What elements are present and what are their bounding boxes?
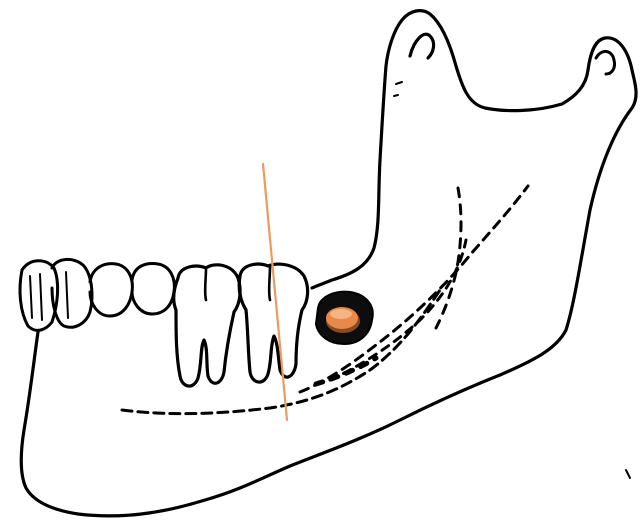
stray-mark (626, 470, 630, 478)
lesion-with-marker (316, 292, 373, 344)
condyle-detail (596, 51, 615, 74)
coronoid-texture (394, 82, 402, 96)
tooth-molar-1-groove (205, 268, 206, 300)
canal-upper-line (300, 186, 528, 392)
tooth-premolar-2 (132, 264, 174, 314)
marker-highlight (330, 309, 352, 319)
reference-line (263, 164, 287, 420)
canal-vertical-line (436, 188, 461, 328)
canal-posterior-blobs (316, 358, 376, 384)
tooth-premolar-1 (90, 264, 132, 316)
tooth-canine-lines (66, 272, 68, 318)
coronoid-detail (410, 34, 434, 58)
tooth-incisor-1-lines (30, 274, 42, 320)
tooth-molar-1 (174, 265, 240, 386)
tooth-molar-2-groove (269, 266, 270, 300)
teeth-row (20, 259, 308, 386)
